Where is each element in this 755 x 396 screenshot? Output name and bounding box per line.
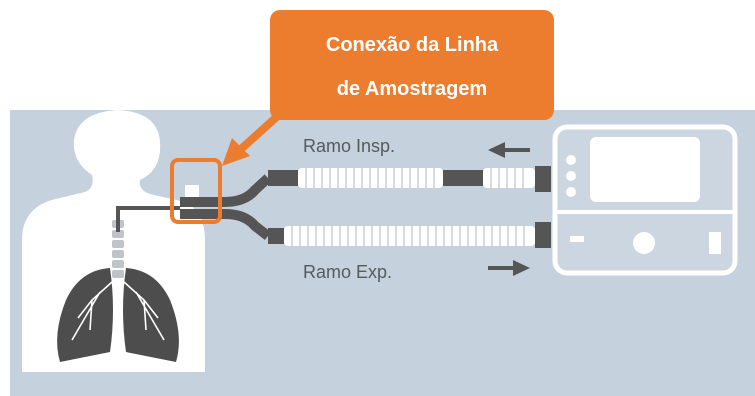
arrow-left-icon [488,142,530,158]
sampling-port [185,185,199,197]
monitor-screen [590,137,700,202]
expiratory-tube [284,226,535,246]
ventilator-monitor-icon [552,124,738,276]
inspiratory-tube [298,168,443,188]
breathing-circuit [180,166,551,248]
endotracheal-tube [116,206,180,232]
sampling-connection-highlight [170,158,222,224]
lungs-icon [57,268,179,362]
callout-line-2: de Amostragem [337,78,487,100]
inspiratory-label: Ramo Insp. [303,136,395,156]
monitor-knob [633,232,655,254]
callout-arrowhead [222,138,250,166]
callout-box [270,10,554,120]
arrow-right-icon [488,260,530,276]
expiratory-label: Ramo Exp. [303,262,392,282]
trachea [112,220,124,278]
callout-line-1: Conexão da Linha [326,34,499,56]
